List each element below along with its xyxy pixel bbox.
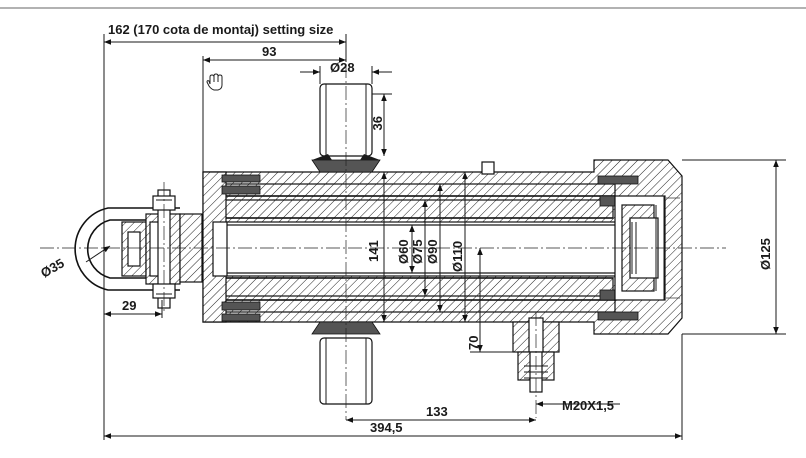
setting-size-label: 162 (170 cota de montaj) setting size — [108, 22, 333, 37]
tube-layer-bottom-2 — [217, 277, 614, 297]
port-top — [481, 161, 495, 175]
dim-133: 133 — [426, 404, 448, 419]
dim-36: 36 — [370, 116, 385, 130]
tube-layer-top-1 — [214, 183, 616, 197]
dim-d110: Ø110 — [450, 241, 465, 272]
left-seal-top-2 — [221, 174, 261, 183]
clevis — [74, 189, 203, 309]
thread-label: M20X1,5 — [562, 398, 614, 413]
tube-layer-bottom-1 — [214, 299, 616, 313]
dim-141: 141 — [366, 240, 381, 262]
left-seal-top — [221, 185, 261, 195]
right-seal-top — [597, 175, 639, 185]
dim-29: 29 — [122, 298, 136, 313]
right-seal-bottom — [597, 311, 639, 321]
dimensions — [85, 34, 786, 440]
hand-cursor-icon — [206, 73, 223, 91]
dim-d60: Ø60 — [396, 239, 411, 264]
dim-70: 70 — [466, 336, 481, 350]
dim-d35: Ø35 — [38, 255, 67, 280]
dim-d28: Ø28 — [330, 60, 355, 75]
dim-d75: Ø75 — [410, 239, 425, 264]
cylinder-body — [202, 159, 683, 335]
left-seal-bottom-2 — [221, 313, 261, 322]
dim-394-5: 394,5 — [370, 420, 403, 435]
dim-d125: Ø125 — [758, 238, 773, 270]
dim-93: 93 — [262, 44, 276, 59]
left-seal-bottom — [221, 301, 261, 311]
tube-layer-top-2 — [217, 199, 614, 219]
dim-d90: Ø90 — [425, 239, 440, 264]
